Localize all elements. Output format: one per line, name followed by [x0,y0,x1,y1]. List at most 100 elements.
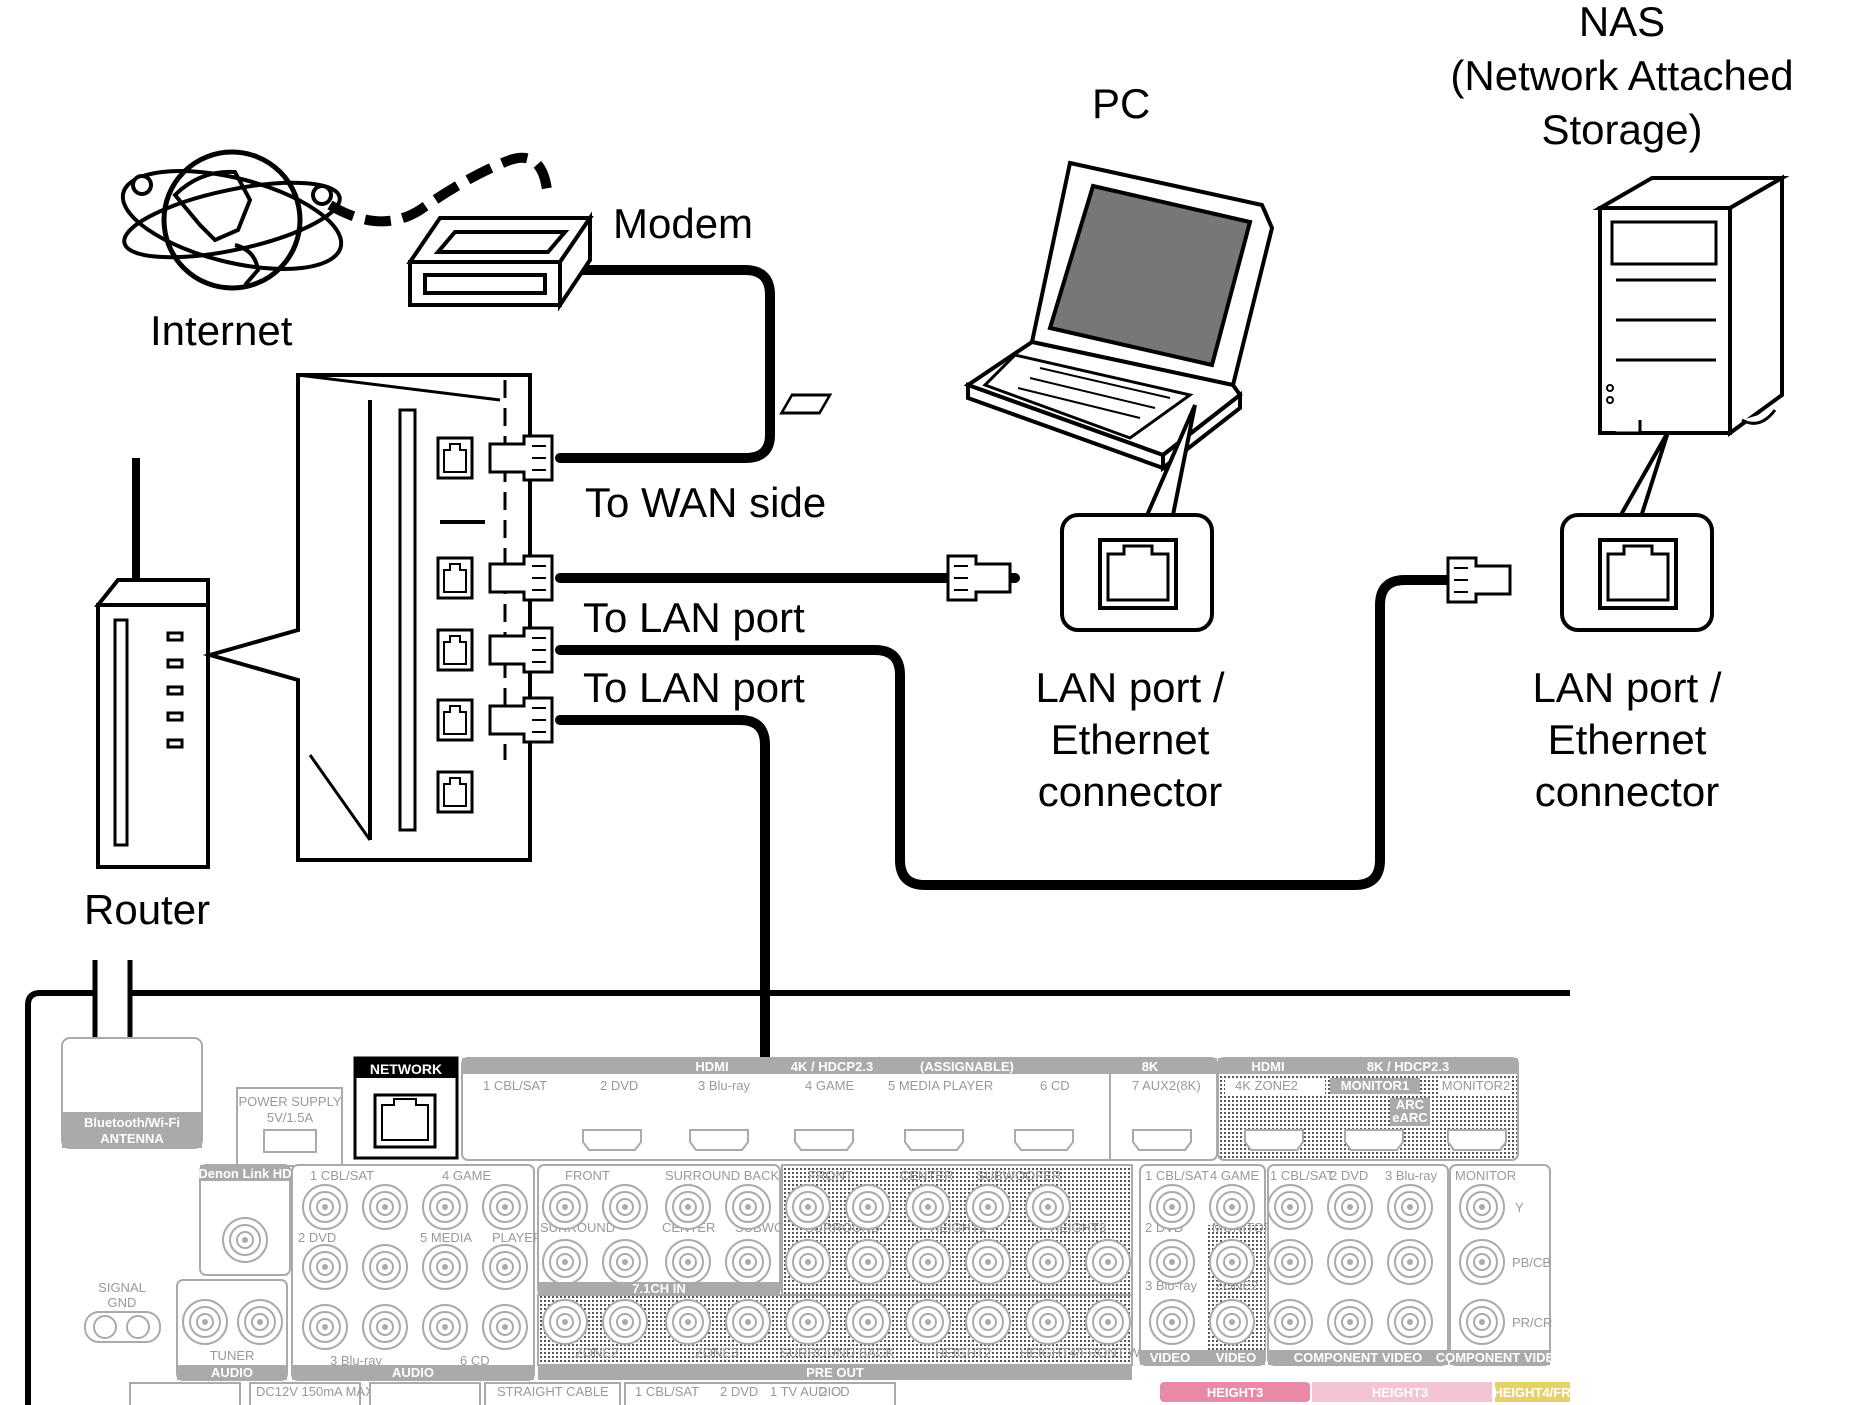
router-lan-port-2 [436,628,474,672]
svg-text:HEIGHT3: HEIGHT3 [1050,1220,1106,1235]
svg-text:DC12V 150mA MAX.: DC12V 150mA MAX. [256,1384,377,1399]
svg-text:4 GAME: 4 GAME [442,1168,491,1183]
svg-text:3 Blu-ray: 3 Blu-ray [330,1353,383,1368]
svg-text:MONITOR2: MONITOR2 [1442,1078,1510,1093]
svg-text:PRE OUT: PRE OUT [806,1365,864,1380]
svg-text:7 AUX2(8K): 7 AUX2(8K) [1132,1078,1201,1093]
bottom-row: DC12V 150mA MAX. STRAIGHT CABLE 1 CBL/SA… [129,1382,1571,1405]
svg-text:1 TV AUDIO: 1 TV AUDIO [770,1384,841,1399]
pc-port-label: LAN port / Ethernet connector [1035,664,1224,815]
nas-label: NAS (Network Attached Storage) [1450,0,1793,153]
antenna-jack: Bluetooth/Wi-Fi ANTENNA [61,1037,203,1149]
pc-label: PC [1092,80,1150,127]
svg-text:POWER SUPPLY: POWER SUPPLY [238,1094,341,1109]
laptop-icon [779,160,1275,473]
svg-text:4 GAME: 4 GAME [805,1078,854,1093]
pre-out-block: FRONT CENTER SUBWOOFER SURROUND HEIGHT1 … [537,1164,1162,1380]
hdmi-in-block: HDMI 4K / HDCP2.3 (ASSIGNABLE) 8K 1 CBL/… [461,1057,1218,1161]
nas-icon [1592,174,1790,437]
network-port: NETWORK [353,1056,459,1160]
svg-text:ZONE3: ZONE3 [695,1345,738,1360]
svg-text:1 CBL/SAT: 1 CBL/SAT [1270,1168,1334,1183]
svg-text:2 DVD: 2 DVD [1330,1168,1368,1183]
svg-text:2 DVD: 2 DVD [600,1078,638,1093]
lan-plug-1 [488,554,554,602]
svg-text:CENTER: CENTER [900,1168,953,1183]
svg-text:LAN port /: LAN port / [1532,664,1721,711]
svg-text:1 CBL/SAT: 1 CBL/SAT [483,1078,547,1093]
svg-text:HDMI: HDMI [1251,1059,1284,1074]
tuner-block: TUNER AUDIO [176,1279,288,1381]
svg-text:TUNER: TUNER [210,1348,255,1363]
svg-text:1 CBL/SAT: 1 CBL/SAT [310,1168,374,1183]
router-lan-port-3 [436,698,474,742]
svg-text:PLAYER: PLAYER [492,1230,542,1245]
svg-text:3 Blu-ray: 3 Blu-ray [698,1078,751,1093]
svg-text:6 CD: 6 CD [460,1353,490,1368]
svg-text:Ethernet: Ethernet [1548,716,1707,763]
svg-text:HEIGHT4/FR: HEIGHT4/FR [1493,1385,1571,1400]
receiver-rear-panel: Bluetooth/Wi-Fi ANTENNA POWER SUPPLY 5V/… [25,960,1858,1405]
svg-text:GND: GND [108,1295,137,1310]
wan-plug [488,434,554,482]
ch71-in-block: FRONT SURROUND BACK SURROUND CENTER SUBW… [537,1164,820,1296]
svg-text:ZONE2: ZONE2 [575,1345,618,1360]
pc-plug [946,554,1012,602]
svg-text:connector: connector [1535,768,1719,815]
svg-text:8K / HDCP2.3: 8K / HDCP2.3 [1367,1059,1449,1074]
nas-lan-port-callout [1560,513,1714,632]
router-port-callout [202,373,532,862]
pc-lan-port-callout [1060,513,1214,632]
nas-lan-cable [555,575,1505,890]
lan-port-label-1: To LAN port [583,594,805,641]
svg-text:STRAIGHT CABLE: STRAIGHT CABLE [497,1384,609,1399]
svg-text:SURROUND BACK: SURROUND BACK [665,1168,779,1183]
svg-text:(Network Attached: (Network Attached [1450,52,1793,99]
svg-text:VIDEO: VIDEO [1150,1350,1190,1365]
svg-text:4 GAME: 4 GAME [1210,1168,1259,1183]
svg-text:Storage): Storage) [1541,106,1702,153]
svg-text:COMPONENT VIDEO: COMPONENT VIDEO [1436,1350,1565,1365]
svg-text:1 CBL/SAT: 1 CBL/SAT [635,1384,699,1399]
svg-text:HEIGHT3: HEIGHT3 [1372,1385,1428,1400]
svg-text:2 CD: 2 CD [820,1384,850,1399]
router-icon [93,458,210,869]
lan-plug-2 [488,626,554,674]
video-block: 1 CBL/SAT 4 GAME 2 DVD MONITOR ZONE2 3 B… [1139,1164,1320,1366]
svg-text:ANTENNA: ANTENNA [100,1131,164,1146]
component-video-block: 1 CBL/SAT 2 DVD 3 Blu-ray COMPONENT VIDE… [1267,1164,1449,1366]
nas-port-label: LAN port / Ethernet connector [1532,664,1721,815]
svg-text:Bluetooth/Wi-Fi: Bluetooth/Wi-Fi [84,1115,180,1130]
svg-text:6 CD: 6 CD [1040,1078,1070,1093]
component-out-block: MONITOR Y PB/CB PR/CR COMPONENT VIDEO [1436,1164,1565,1366]
svg-text:4K ZONE2: 4K ZONE2 [1235,1078,1298,1093]
svg-text:5 MEDIA PLAYER: 5 MEDIA PLAYER [888,1078,993,1093]
wan-side-label: To WAN side [585,479,826,526]
router-label: Router [84,886,210,933]
svg-text:PB/CB: PB/CB [1512,1255,1551,1270]
pc-callout-pointer [1143,404,1197,521]
lan-plug-3 [488,696,554,744]
svg-text:2 DVD: 2 DVD [720,1384,758,1399]
svg-text:NAS: NAS [1579,0,1665,45]
svg-text:1 CBL/SAT: 1 CBL/SAT [1145,1168,1209,1183]
modem-label: Modem [613,200,753,247]
svg-text:SURROUND BACK: SURROUND BACK [780,1345,894,1360]
router-lan-port-1 [436,556,474,600]
svg-text:SUBWOOFER: SUBWOOFER [976,1168,1061,1183]
svg-text:HEIGHT3: HEIGHT3 [1207,1385,1263,1400]
svg-text:eARC: eARC [1392,1110,1428,1125]
router-wan-port [436,436,474,480]
svg-text:FRONT: FRONT [565,1168,610,1183]
usb-power-supply: POWER SUPPLY 5V/1.5A [236,1087,343,1167]
svg-text:VIDEO: VIDEO [1216,1350,1256,1365]
router-lan-port-4 [436,770,474,814]
internet-link-dashed [327,152,553,227]
denon-link-block: Denon Link HD [198,1164,292,1276]
svg-text:8K: 8K [1142,1059,1159,1074]
svg-text:3 Blu-ray: 3 Blu-ray [1145,1278,1198,1293]
svg-text:AUDIO: AUDIO [392,1365,434,1380]
svg-text:PR/CR: PR/CR [1512,1315,1552,1330]
nas-callout-pointer [1616,431,1670,521]
svg-text:Denon Link HD: Denon Link HD [198,1166,291,1181]
